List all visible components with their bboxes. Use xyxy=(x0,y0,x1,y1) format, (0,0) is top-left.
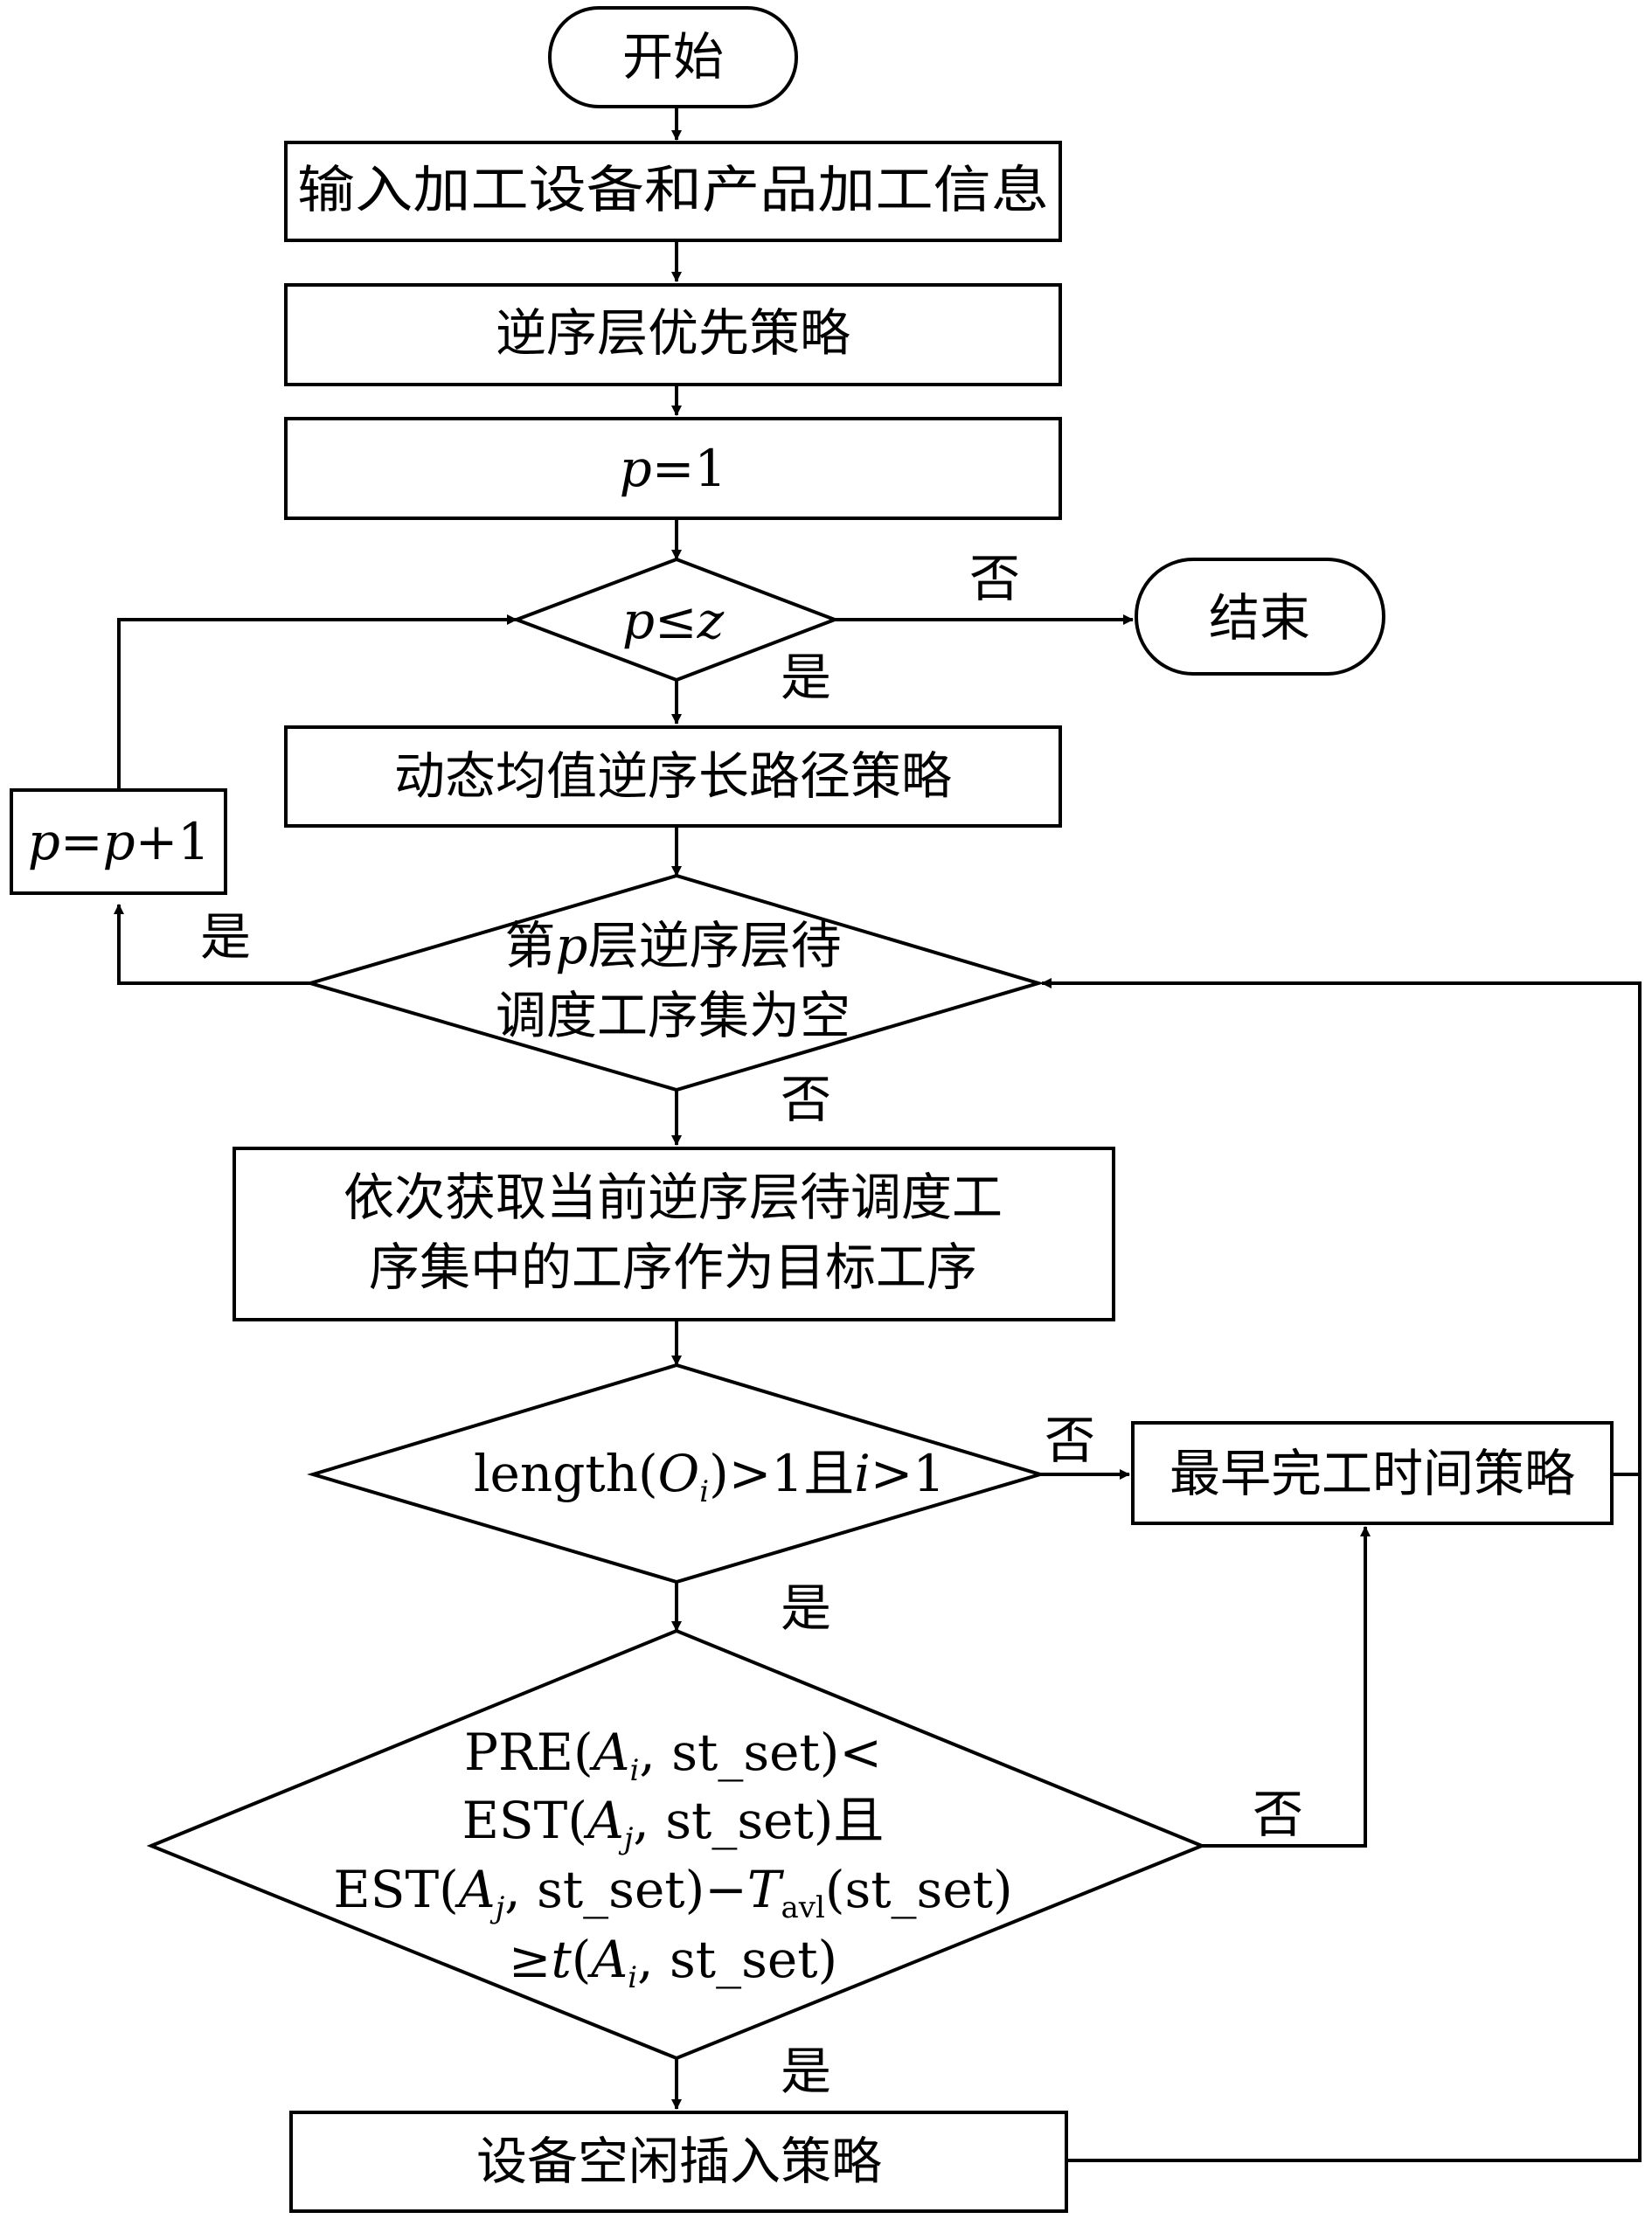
pre-line1: PRE(Ai, st_set)< xyxy=(464,1723,882,1788)
pre-line3: EST(Aj, st_set)−Tavl(st_set) xyxy=(333,1860,1012,1925)
arrow-pinc-loop xyxy=(117,614,517,790)
label-yes-layer: 是 xyxy=(200,907,251,967)
dynamic-mean-box: 动态均值逆序长路径策略 xyxy=(284,725,1062,828)
loop-decision: p≤z xyxy=(511,557,840,683)
p-init-box: p=1 xyxy=(284,417,1062,520)
end-label: 结束 xyxy=(1209,588,1310,648)
p-increment-label: p=p+1 xyxy=(28,812,210,871)
take-target-line1: 依次获取当前逆序层待调度工 xyxy=(344,1168,1003,1227)
arrow-return-layer xyxy=(1041,978,1642,1474)
layer-empty-decision: 第p层逆序层待 调度工序集为空 xyxy=(303,873,1045,1092)
p-increment-box: p=p+1 xyxy=(10,788,227,895)
branch-labels: 否 是 是 否 否 是 否 是 xyxy=(200,549,1303,2101)
take-target-line2: 序集中的工序作为目标工序 xyxy=(369,1238,977,1297)
pre-decision: PRE(Ai, st_set)< EST(Aj, st_set)且 EST(Aj… xyxy=(146,1628,1207,2061)
start-terminal: 开始 xyxy=(548,6,798,108)
input-label: 输入加工设备和产品加工信息 xyxy=(297,160,1049,219)
label-yes-length: 是 xyxy=(781,1578,831,1638)
idle-insert-label: 设备空闲插入策略 xyxy=(476,2132,882,2191)
p-init-label: p=1 xyxy=(620,439,727,498)
reverse-layer-priority-label: 逆序层优先策略 xyxy=(496,303,850,363)
start-label: 开始 xyxy=(622,27,724,87)
label-no-layer: 否 xyxy=(781,1070,831,1129)
reverse-layer-priority-box: 逆序层优先策略 xyxy=(284,283,1062,386)
arrow-layer-pinc xyxy=(114,904,310,985)
take-target-box: 依次获取当前逆序层待调度工 序集中的工序作为目标工序 xyxy=(233,1147,1115,1321)
label-no-length: 否 xyxy=(1045,1411,1095,1470)
dynamic-mean-label: 动态均值逆序长路径策略 xyxy=(394,746,952,806)
layer-empty-line2: 调度工序集为空 xyxy=(496,986,850,1045)
pre-line2: EST(Aj, st_set)且 xyxy=(462,1791,885,1856)
length-condition-label: length(Oi)>1且i>1 xyxy=(474,1444,945,1509)
label-no-pre: 否 xyxy=(1253,1785,1303,1844)
loop-condition-label: p≤z xyxy=(622,591,725,650)
input-box: 输入加工设备和产品加工信息 xyxy=(284,141,1062,242)
arrow-pre-earliest xyxy=(1202,1526,1371,1848)
layer-empty-line1: 第p层逆序层待 xyxy=(504,916,841,975)
idle-insert-box: 设备空闲插入策略 xyxy=(289,2111,1068,2213)
label-no-loop: 否 xyxy=(969,549,1020,608)
earliest-completion-label: 最早完工时间策略 xyxy=(1170,1444,1575,1503)
length-decision: length(Oi)>1且i>1 xyxy=(306,1363,1047,1585)
label-yes-loop: 是 xyxy=(781,648,831,707)
pre-line4: ≥t(Ai, st_set) xyxy=(509,1930,837,1995)
arrow-idle-return-a xyxy=(1066,1473,1642,2162)
end-terminal: 结束 xyxy=(1135,558,1385,676)
connectors xyxy=(114,107,1642,2162)
label-yes-pre: 是 xyxy=(781,2042,831,2101)
earliest-completion-box: 最早完工时间策略 xyxy=(1131,1421,1614,1525)
